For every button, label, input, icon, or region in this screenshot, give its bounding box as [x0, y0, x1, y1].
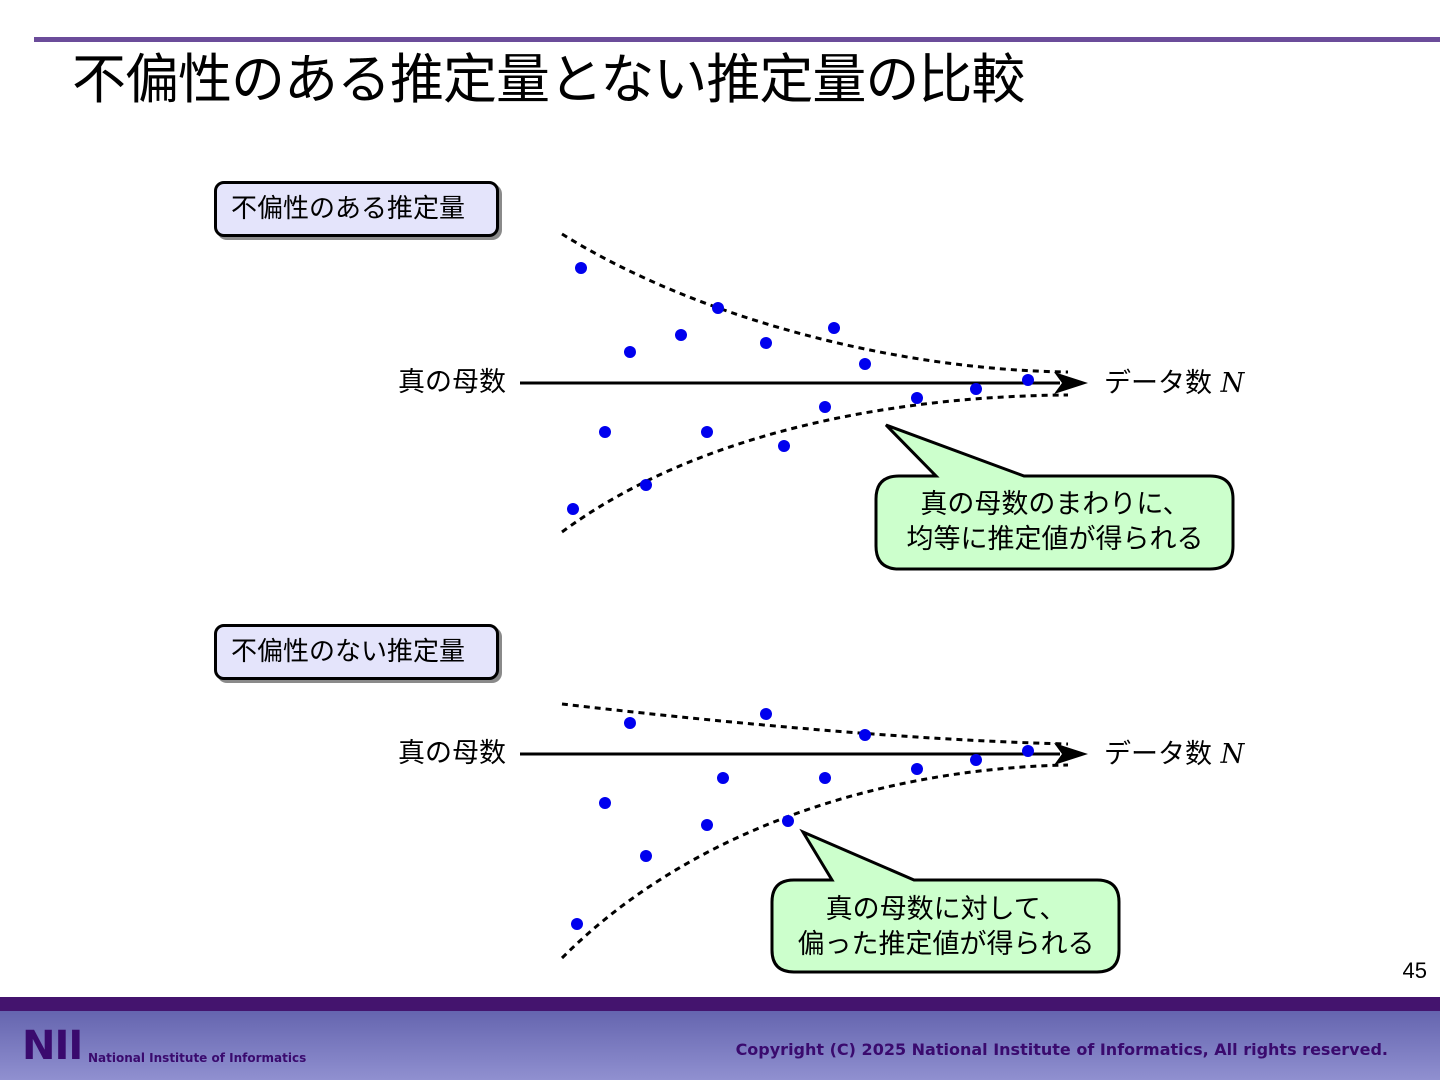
estimate-point [567, 503, 579, 515]
upper-bound-curve [561, 702, 1069, 746]
biased-callout-text: 真の母数に対して、 偏った推定値が得られる [774, 892, 1118, 962]
estimate-point [599, 797, 611, 809]
biased-callout [770, 828, 1121, 974]
estimate-point [859, 729, 871, 741]
nii-logo: NII [22, 1023, 83, 1069]
estimate-point [859, 358, 871, 370]
estimator-diagram [520, 232, 1235, 974]
estimate-point [1022, 374, 1034, 386]
estimate-point [717, 772, 729, 784]
footer: NII National Institute of Informatics Co… [0, 997, 1440, 1080]
estimate-point [624, 346, 636, 358]
estimate-point [1022, 745, 1034, 757]
data-count-text: データ数 [1104, 739, 1212, 770]
callout-line: 真の母数に対して、 [825, 894, 1067, 925]
biased-estimator-label: 不偏性のない推定量 [214, 624, 499, 680]
axis-arrowhead [1054, 372, 1088, 394]
estimate-point [911, 763, 923, 775]
estimate-point [712, 302, 724, 314]
estimate-point [571, 918, 583, 930]
estimate-point [760, 708, 772, 720]
callout-line: 偏った推定値が得られる [797, 929, 1095, 960]
data-count-label: データ数 N [1104, 738, 1244, 772]
callout-line: 均等に推定値が得られる [906, 524, 1204, 555]
estimate-point [828, 322, 840, 334]
unbiased-callout [874, 423, 1235, 571]
estimate-point [640, 479, 652, 491]
lower-bound-curve [560, 763, 1069, 960]
data-count-symbol: N [1220, 368, 1245, 399]
estimate-point [675, 329, 687, 341]
copyright-notice: Copyright (C) 2025 National Institute of… [735, 1040, 1388, 1059]
unbiased-callout-text: 真の母数のまわりに、 均等に推定値が得られる [878, 487, 1232, 557]
biased-estimates [571, 708, 1034, 930]
estimate-point [640, 850, 652, 862]
nii-logo-text: National Institute of Informatics [88, 1051, 307, 1065]
estimate-point [575, 262, 587, 274]
slide-title: 不偏性のある推定量とない推定量の比較 [72, 48, 1025, 111]
biased-panel-graphics [520, 702, 1121, 974]
title-rule [34, 37, 1440, 42]
unbiased-panel-graphics [520, 232, 1235, 571]
axis-arrowhead [1054, 743, 1088, 765]
footer-band [0, 997, 1440, 1011]
estimate-point [970, 383, 982, 395]
estimate-point [760, 337, 772, 349]
estimate-point [782, 815, 794, 827]
estimate-point [599, 426, 611, 438]
data-count-symbol: N [1220, 739, 1245, 770]
estimate-point [819, 772, 831, 784]
true-parameter-label: 真の母数 [398, 367, 506, 398]
estimate-point [778, 440, 790, 452]
unbiased-estimator-label: 不偏性のある推定量 [214, 181, 499, 237]
unbiased-estimates [567, 262, 1034, 515]
upper-bound-curve [561, 232, 1069, 374]
data-count-label: データ数 N [1104, 367, 1244, 401]
estimate-point [970, 754, 982, 766]
estimate-point [701, 426, 713, 438]
true-parameter-label: 真の母数 [398, 738, 506, 769]
callout-line: 真の母数のまわりに、 [920, 489, 1190, 520]
data-count-text: データ数 [1104, 368, 1212, 399]
lower-bound-curve [561, 393, 1069, 534]
estimate-point [911, 392, 923, 404]
estimate-point [819, 401, 831, 413]
estimate-point [701, 819, 713, 831]
page-number: 45 [1402, 958, 1427, 983]
estimate-point [624, 717, 636, 729]
